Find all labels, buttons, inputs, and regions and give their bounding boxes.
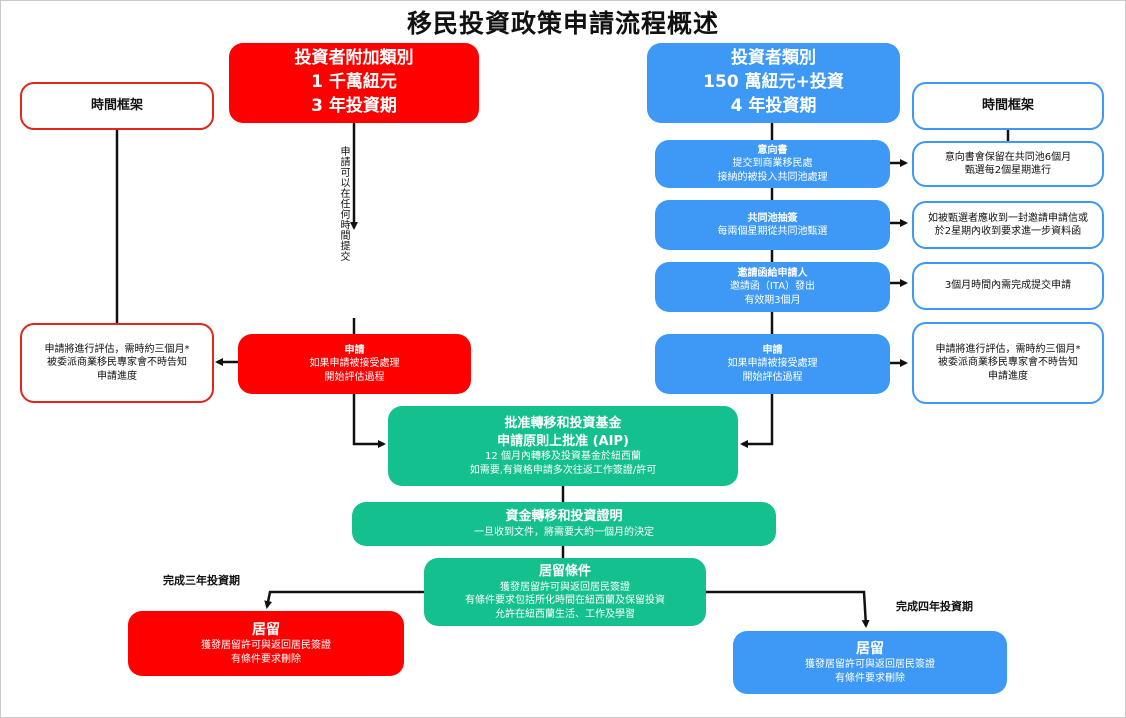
ita-side-line-1: 3個月時間內需完成提交申請 (944, 280, 1072, 292)
left-assessment-side-box: 申請將進行評估，需時約三個月* 被委派商業移民專家會不時告知 申請進度 (20, 323, 214, 403)
right-residence-box: 居留 獲發居留許可與返回居民簽證 有條件要求刪除 (733, 631, 1007, 694)
aip-line-2: 如需要,有資格申請多次往返工作簽證/許可 (469, 464, 657, 476)
conditions-title: 居留條件 (538, 563, 591, 579)
eoi-line-1: 提交到商業移民處 (732, 158, 813, 170)
left-residence-line-2: 有條件要求刪除 (231, 653, 301, 665)
conditions-line-3: 允許在紐西蘭生活、工作及學習 (495, 608, 635, 620)
left-timeframe-box: 時間框架 (20, 82, 214, 130)
funds-proof-title: 資金轉移和投資證明 (505, 509, 623, 525)
aip-box: 批准轉移和投資基金 申請原則上批准 (AIP) 12 個月內轉移及投資基金於紐西… (388, 406, 738, 486)
right-application-line-2: 開始評估過程 (742, 371, 803, 383)
eoi-title: 意向書 (757, 144, 788, 156)
pool-draw-box: 共同池抽簽 每兩個星期從共同池甄選 (655, 200, 890, 250)
funds-proof-line-1: 一旦收到文件，將需要大約一個月的決定 (474, 527, 654, 539)
left-category-period: 3 年投資期 (311, 95, 397, 116)
right-category-title: 投資者類別 (731, 48, 816, 69)
funds-proof-box: 資金轉移和投資證明 一旦收到文件，將需要大約一個月的決定 (352, 502, 776, 546)
left-residence-line-1: 獲發居留許可與返回居民簽證 (201, 640, 331, 652)
right-timeframe-label: 時間框架 (981, 98, 1034, 114)
aip-line-1: 12 個月內轉移及投資基金於紐西蘭 (485, 451, 641, 463)
left-timeframe-label: 時間框架 (90, 98, 143, 114)
right-residence-line-1: 獲發居留許可與返回居民簽證 (805, 659, 935, 671)
right-category-amount: 150 萬紐元+投資 (703, 72, 844, 93)
conditions-line-1: 獲發居留許可與返回居民簽證 (500, 581, 630, 593)
right-residence-line-2: 有條件要求刪除 (835, 672, 905, 684)
right-complete-label: 完成四年投資期 (896, 600, 973, 613)
left-submission-note: 申請可以在任何時間提交 (338, 146, 349, 262)
right-timeframe-box: 時間框架 (912, 82, 1104, 130)
page-title: 移民投資政策申請流程概述 (406, 9, 719, 38)
aip-subtitle: 申請原則上批准 (AIP) (497, 433, 629, 449)
conditions-line-2: 有條件要求包括所化時間在紐西蘭及保留投資 (465, 595, 665, 607)
eoi-box: 意向書 提交到商業移民處 接納的被投入共同池處理 (655, 140, 890, 188)
left-residence-box: 居留 獲發居留許可與返回居民簽證 有條件要求刪除 (128, 611, 404, 676)
pool-draw-line-1: 每兩個星期從共同池甄選 (717, 226, 828, 237)
aip-title: 批准轉移和投資基金 (504, 415, 622, 431)
right-residence-title: 居留 (856, 640, 884, 657)
right-application-line-1: 如果申請被接受處理 (727, 358, 818, 370)
ita-line-2: 有效期3個月 (744, 294, 801, 306)
left-category-header: 投資者附加類別 1 千萬紐元 3 年投資期 (229, 43, 479, 123)
eoi-line-2: 接納的被投入共同池處理 (717, 171, 828, 183)
left-assessment-line-1: 申請將進行評估，需時約三個月* (44, 343, 190, 355)
eoi-side-line-2: 甄選每2個星期進行 (964, 165, 1052, 176)
ita-side-box: 3個月時間內需完成提交申請 (912, 262, 1104, 310)
pool-side-line-1: 如被甄選者應收到一封邀請申請信或 (928, 212, 1088, 224)
eoi-side-line-1: 意向書會保留在共同池6個月 (944, 151, 1072, 163)
ita-box: 邀請函給申請人 邀請函（ITA）發出 有效期3個月 (655, 262, 890, 312)
eoi-side-box: 意向書會保留在共同池6個月 甄選每2個星期進行 (912, 141, 1104, 187)
right-category-period: 4 年投資期 (730, 95, 817, 116)
ita-line-1: 邀請函（ITA）發出 (729, 281, 816, 293)
pool-draw-title: 共同池抽簽 (747, 212, 798, 224)
left-application-line-2: 開始評估過程 (324, 371, 385, 383)
left-category-amount: 1 千萬紐元 (311, 72, 397, 93)
left-application-title: 申請 (344, 344, 365, 356)
left-complete-label: 完成三年投資期 (163, 574, 240, 587)
ita-title: 邀請函給申請人 (737, 267, 808, 279)
right-assessment-line-3: 申請進度 (988, 370, 1028, 382)
right-assessment-line-2: 被委派商業移民專家會不時告知 (938, 357, 1078, 369)
left-application-line-1: 如果申請被接受處理 (309, 358, 400, 370)
right-assessment-line-1: 申請將進行評估，需時約三個月* (935, 343, 1081, 355)
right-application-title: 申請 (762, 344, 783, 356)
left-assessment-line-2: 被委派商業移民專家會不時告知 (47, 357, 187, 369)
right-category-header: 投資者類別 150 萬紐元+投資 4 年投資期 (647, 43, 900, 123)
pool-side-box: 如被甄選者應收到一封邀請申請信或 於2星期內收到要求進一步資料函 (912, 201, 1104, 249)
residence-conditions-box: 居留條件 獲發居留許可與返回居民簽證 有條件要求包括所化時間在紐西蘭及保留投資 … (424, 558, 706, 626)
left-application-box: 申請 如果申請被接受處理 開始評估過程 (238, 334, 471, 394)
right-assessment-side-box: 申請將進行評估，需時約三個月* 被委派商業移民專家會不時告知 申請進度 (912, 322, 1104, 404)
left-residence-title: 居留 (252, 621, 280, 638)
left-category-title: 投資者附加類別 (294, 48, 414, 69)
pool-side-line-2: 於2星期內收到要求進一步資料函 (934, 226, 1082, 237)
left-assessment-line-3: 申請進度 (97, 370, 137, 382)
right-application-box: 申請 如果申請被接受處理 開始評估過程 (655, 334, 890, 394)
